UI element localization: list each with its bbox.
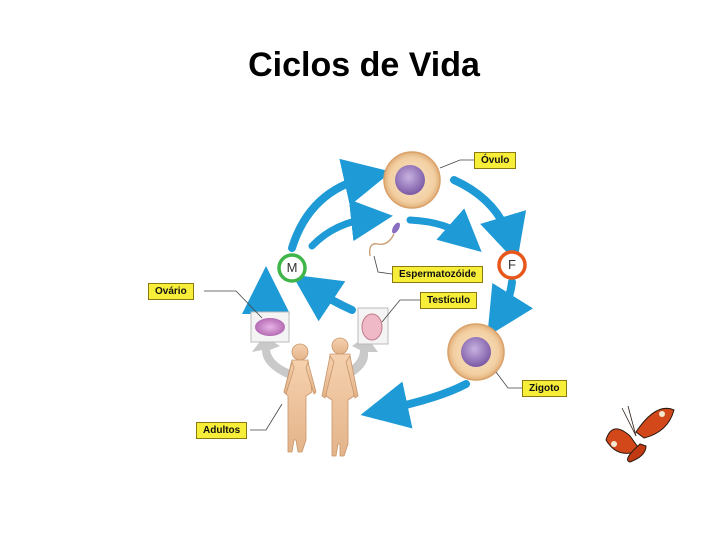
testis-image xyxy=(357,307,389,345)
leader-lines xyxy=(204,159,522,431)
outer-cycle-arrows xyxy=(242,158,534,429)
label-testiculo: Testículo xyxy=(420,292,478,309)
fertilization-marker-letter: F xyxy=(508,257,516,272)
meiosis-marker-letter: M xyxy=(286,260,298,275)
label-ovario: Ovário xyxy=(148,283,194,300)
butterfly-icon xyxy=(605,405,675,463)
fertilization-marker xyxy=(497,250,527,280)
label-adultos: Adultos xyxy=(196,422,248,439)
arrow-ovulo-to-f xyxy=(450,176,527,263)
ovulo-cell xyxy=(383,151,441,209)
male-figure xyxy=(321,337,359,457)
meiosis-marker xyxy=(277,253,307,283)
slide-title: Ciclos de Vida xyxy=(248,46,480,84)
label-ovulo: Óvulo xyxy=(474,152,517,169)
zigoto-cell xyxy=(447,323,505,381)
arrow-f-to-zigoto xyxy=(487,278,534,337)
ovary-image xyxy=(250,311,290,343)
female-figure xyxy=(283,343,317,453)
label-espermatozoide: Espermatozóide xyxy=(392,266,484,283)
sperm-icon xyxy=(368,222,400,257)
arrow-m-to-ovulo xyxy=(288,158,392,252)
arrow-testis-to-m xyxy=(292,274,356,322)
inner-cycle-arrows xyxy=(308,199,482,252)
label-zigoto: Zigoto xyxy=(522,380,567,397)
arrow-zigoto-to-adults xyxy=(360,380,470,429)
arrow-m-to-sperm xyxy=(308,199,393,250)
arrow-sperm-to-f xyxy=(406,208,482,252)
